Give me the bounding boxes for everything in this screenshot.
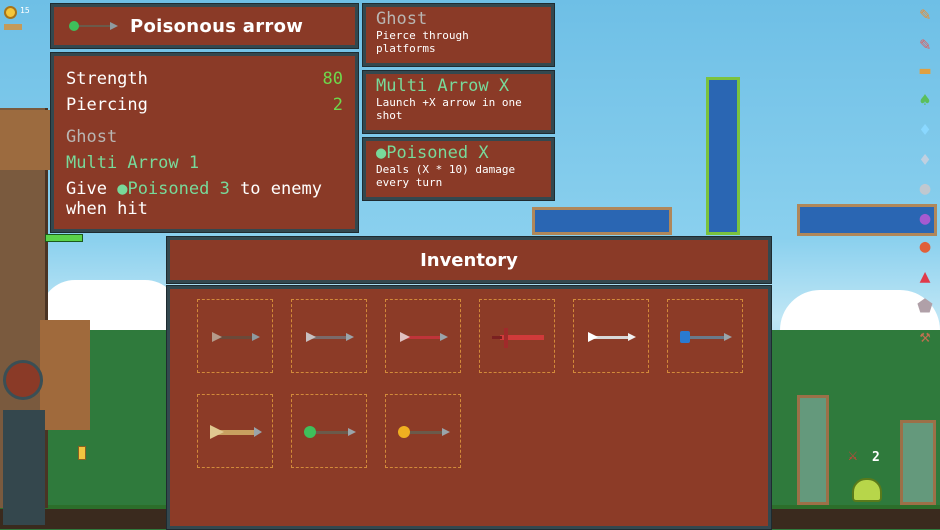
tooltip-desc: platforms xyxy=(376,42,436,55)
claw-icon[interactable]: ♦ xyxy=(919,150,931,171)
inventory-grid xyxy=(166,285,772,530)
tower-hut xyxy=(40,320,90,430)
tooltip-desc: Deals (X * 10) damage xyxy=(376,163,516,176)
inventory-header: Inventory xyxy=(166,236,772,284)
sword-arrow-icon xyxy=(492,328,544,348)
inventory-title: Inventory xyxy=(420,249,518,271)
stone-icon[interactable]: ⬟ xyxy=(917,296,933,317)
tooltip-desc: shot xyxy=(376,109,403,122)
tooltip-desc: every turn xyxy=(376,176,443,189)
slime-enemy[interactable] xyxy=(852,478,882,502)
tooltip-poisoned: ●Poisoned X Deals (X * 10) damage every … xyxy=(362,137,555,201)
tooltip-desc: Pierce through xyxy=(376,29,469,42)
perk-multi-arrow: Multi Arrow 1 xyxy=(66,153,200,173)
coin-icon xyxy=(4,6,17,19)
bow-slot[interactable] xyxy=(3,360,43,400)
inventory-slot[interactable] xyxy=(385,394,461,468)
watermelon-icon[interactable]: ▲ xyxy=(919,266,931,287)
tooltip-title: Ghost xyxy=(376,9,428,29)
item-title-panel: Poisonous arrow xyxy=(50,3,359,49)
inventory-slot[interactable] xyxy=(197,394,273,468)
platform xyxy=(532,207,672,235)
iron-arrow-icon xyxy=(306,332,354,342)
blue-arrow-icon xyxy=(680,331,732,343)
piercing-label: Piercing xyxy=(66,95,148,115)
inventory-slot[interactable] xyxy=(667,299,743,373)
platform xyxy=(797,204,937,236)
strength-value: 80 xyxy=(322,69,343,89)
wooden-arrow-icon xyxy=(212,332,260,342)
eggplant-icon[interactable]: ● xyxy=(919,208,931,229)
item-name: Poisonous arrow xyxy=(130,15,304,37)
mushroom-icon[interactable]: ♠ xyxy=(919,90,931,111)
poison-arrow-icon xyxy=(304,426,356,438)
fire-arrow-icon xyxy=(398,426,450,438)
coin-count: 15 xyxy=(20,6,30,15)
tooltip-multi-arrow: Multi Arrow X Launch +X arrow in one sho… xyxy=(362,70,555,134)
poison-drop-icon: ● xyxy=(376,143,387,163)
arrow-count-icon xyxy=(4,24,22,30)
player-health-bar xyxy=(45,234,83,242)
tower-roof xyxy=(0,110,50,170)
piercing-value: 2 xyxy=(332,95,343,115)
effect-suffix: to enemy xyxy=(240,179,322,199)
knife-icon[interactable]: ✎ xyxy=(919,34,931,55)
quiver-panel xyxy=(3,410,45,525)
shield-icon[interactable]: ● xyxy=(919,178,931,199)
scaffold xyxy=(900,420,936,505)
pillar xyxy=(706,77,740,235)
effect-text: Give ●Poisoned 3 to enemy xyxy=(66,176,343,202)
inventory-slot[interactable] xyxy=(385,299,461,373)
inventory-slot[interactable] xyxy=(291,299,367,373)
tooltip-ghost: Ghost Pierce through platforms xyxy=(362,3,555,67)
inventory-slot[interactable] xyxy=(291,394,367,468)
item-stats-panel: Strength 80 Piercing 2 Ghost Multi Arrow 1… xyxy=(50,52,359,233)
sword-icon: ⚔ xyxy=(848,445,858,464)
log-icon[interactable]: ▬ xyxy=(919,60,931,81)
inventory-slot[interactable] xyxy=(197,299,273,373)
effect-highlight: Poisoned 3 xyxy=(127,179,230,199)
silver-arrow-icon xyxy=(588,332,636,342)
enemy-damage-count: 2 xyxy=(872,450,880,465)
hammer-icon[interactable]: ⚒ xyxy=(919,326,931,347)
lantern-icon xyxy=(78,446,86,460)
golden-arrow-icon xyxy=(210,425,262,439)
scaffold xyxy=(797,395,829,505)
perk-ghost: Ghost xyxy=(66,127,118,147)
tooltip-title: Multi Arrow X xyxy=(376,76,510,96)
inventory-slot[interactable] xyxy=(573,299,649,373)
poison-drop-icon: ● xyxy=(117,179,128,199)
poison-arrow-icon xyxy=(69,21,118,31)
torch-icon[interactable]: ✎ xyxy=(919,4,931,25)
crystal-icon[interactable]: ♦ xyxy=(919,120,931,141)
tooltip-title: ●Poisoned X xyxy=(376,144,541,163)
meat-icon[interactable]: ● xyxy=(919,236,931,257)
tooltip-desc: Launch +X arrow in one xyxy=(376,96,522,109)
tooltip-title-text: Poisoned X xyxy=(386,143,489,163)
strength-label: Strength xyxy=(66,69,148,89)
inventory-slot[interactable] xyxy=(479,299,555,373)
red-arrow-icon xyxy=(400,332,448,342)
effect-suffix-2: when hit xyxy=(66,199,148,219)
effect-prefix: Give xyxy=(66,179,107,199)
